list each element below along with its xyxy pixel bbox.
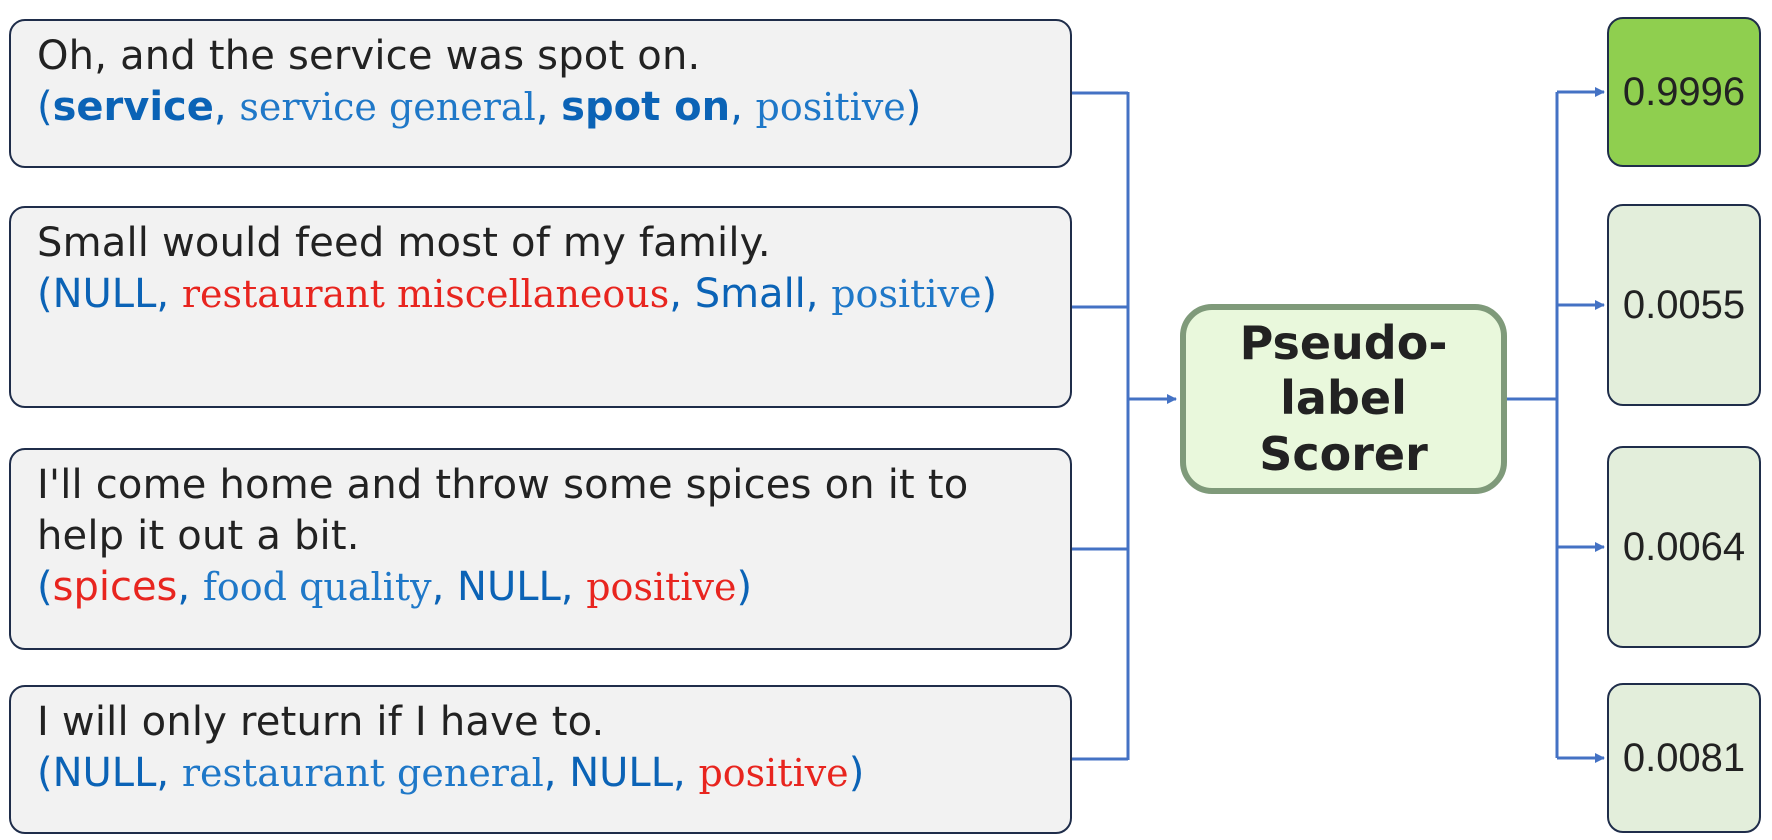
- tuple-separator: ,: [156, 750, 182, 797]
- tuple-element: positive: [831, 272, 982, 317]
- tuple-separator: ,: [560, 564, 587, 611]
- tuple-separator: ,: [730, 84, 756, 131]
- tuple-open-paren: (: [37, 271, 53, 318]
- tuple-close-paren: ): [848, 750, 865, 797]
- sample-tuple: (spices, food quality, NULL, positive): [37, 562, 1052, 613]
- tuple-element: positive: [586, 565, 737, 610]
- tuple-close-paren: ): [736, 564, 753, 611]
- sample-sentence: I will only return if I have to.: [37, 699, 605, 745]
- tuple-element: NULL: [457, 564, 561, 611]
- sample-sentence: Small would feed most of my family.: [37, 220, 771, 266]
- tuple-element: restaurant general: [181, 751, 544, 796]
- tuple-separator: ,: [543, 750, 570, 797]
- score-box-4: 0.0081: [1607, 683, 1761, 833]
- tuple-close-paren: ): [905, 84, 922, 131]
- sample-sentence: I'll come home and throw some spices on …: [37, 462, 969, 560]
- score-box-1: 0.9996: [1607, 17, 1761, 167]
- tuple-separator: ,: [805, 271, 832, 318]
- tuple-separator: ,: [673, 750, 699, 797]
- tuple-element: restaurant miscellaneous: [181, 272, 670, 317]
- tuple-separator: ,: [177, 564, 203, 611]
- tuple-open-paren: (: [37, 84, 53, 131]
- scorer-label-line2: Scorer: [1259, 426, 1428, 481]
- sample-tuple: (service, service general, spot on, posi…: [37, 82, 1052, 133]
- tuple-element: NULL: [569, 750, 673, 797]
- tuple-element: service: [52, 84, 214, 131]
- tuple-element: NULL: [52, 750, 157, 797]
- tuple-separator: ,: [669, 271, 695, 318]
- tuple-element: positive: [755, 85, 906, 130]
- tuple-element: NULL: [52, 271, 157, 318]
- tuple-element: positive: [698, 751, 849, 796]
- score-box-2: 0.0055: [1607, 204, 1761, 406]
- sample-tuple: (NULL, restaurant general, NULL, positiv…: [37, 748, 1052, 799]
- sample-box-2: Small would feed most of my family. (NUL…: [9, 206, 1072, 408]
- sample-tuple: (NULL, restaurant miscellaneous, Small, …: [37, 269, 1052, 320]
- tuple-element: food quality: [202, 565, 432, 610]
- tuple-close-paren: ): [981, 271, 998, 318]
- tuple-separator: ,: [213, 84, 240, 131]
- tuple-element: spices: [52, 564, 178, 611]
- score-box-3: 0.0064: [1607, 446, 1761, 648]
- sample-box-1: Oh, and the service was spot on. (servic…: [9, 19, 1072, 168]
- sample-box-3: I'll come home and throw some spices on …: [9, 448, 1072, 650]
- scorer-label-line1: Pseudo-label: [1239, 316, 1448, 426]
- tuple-element: Small: [694, 271, 806, 318]
- tuple-separator: ,: [431, 564, 458, 611]
- sample-box-4: I will only return if I have to. (NULL, …: [9, 685, 1072, 834]
- tuple-open-paren: (: [37, 564, 53, 611]
- sample-sentence: Oh, and the service was spot on.: [37, 33, 701, 79]
- tuple-element: spot on: [561, 84, 731, 131]
- pseudo-label-scorer: Pseudo-label Scorer: [1180, 304, 1507, 494]
- tuple-open-paren: (: [37, 750, 53, 797]
- tuple-element: service general: [239, 85, 536, 130]
- tuple-separator: ,: [535, 84, 562, 131]
- tuple-separator: ,: [156, 271, 182, 318]
